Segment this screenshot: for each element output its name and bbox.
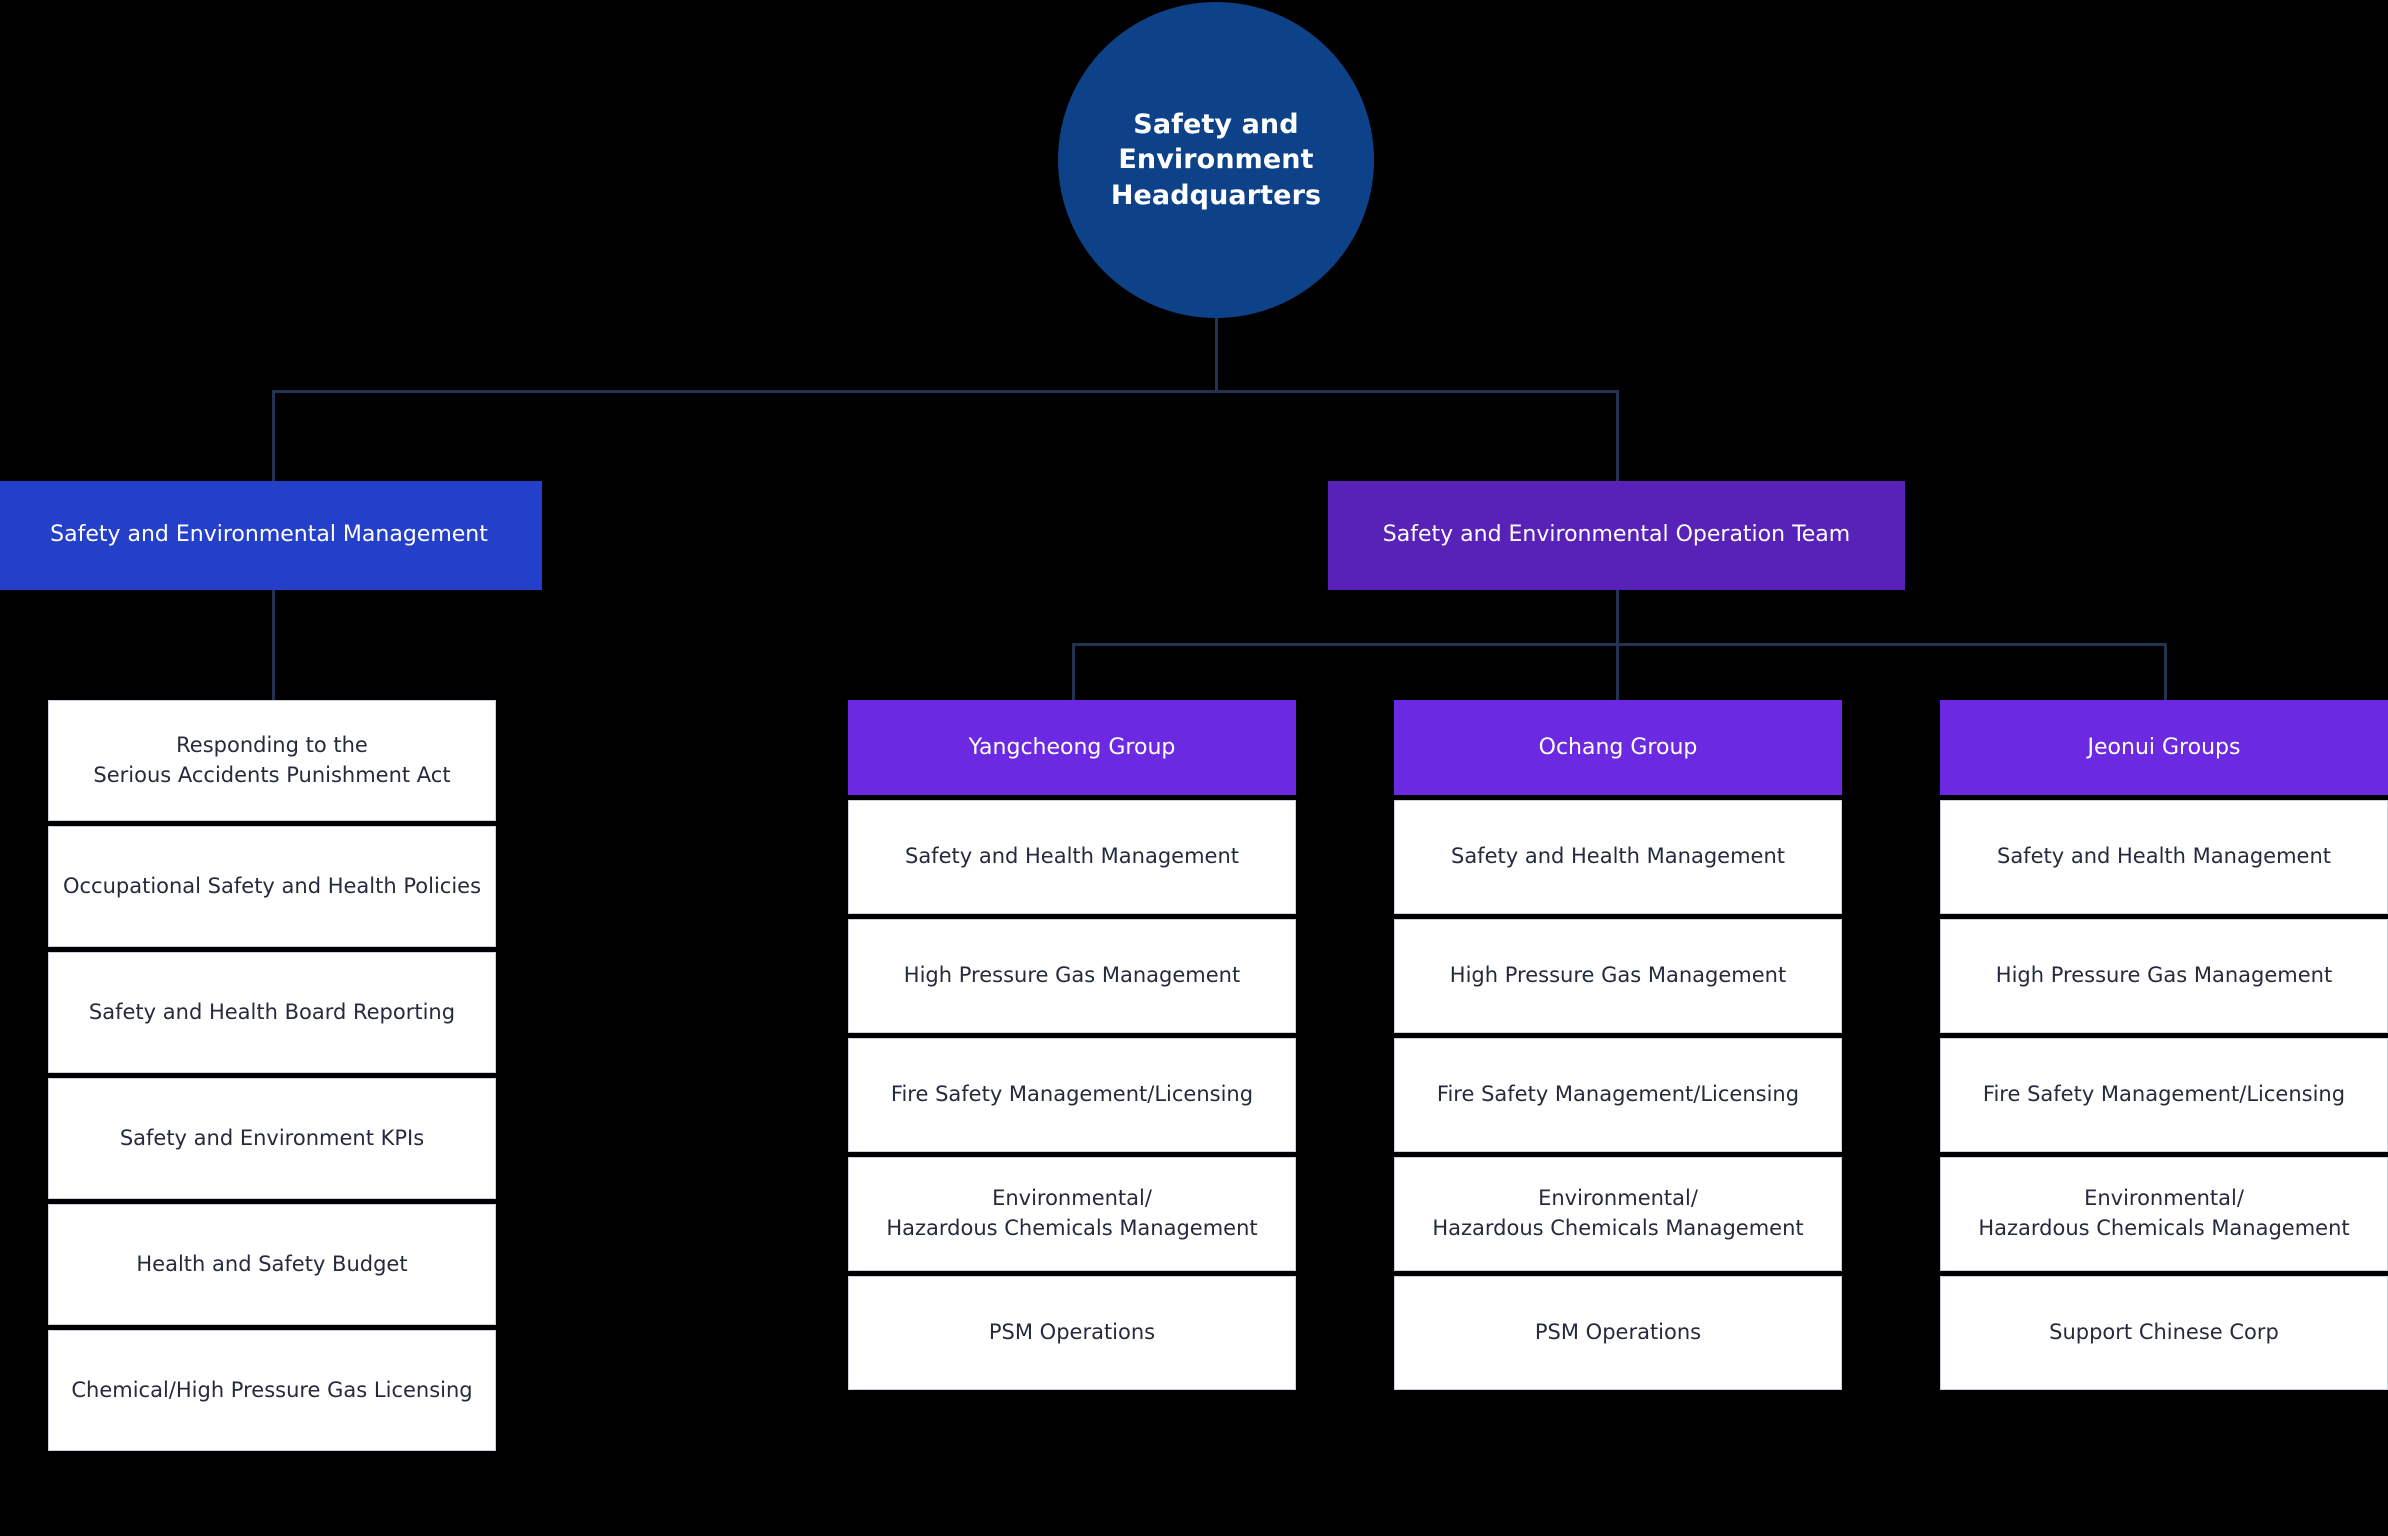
column-jeonui-groups: Jeonui Groups Safety and Health Manageme… — [1940, 700, 2388, 1395]
list-item[interactable]: PSM Operations — [1394, 1276, 1842, 1390]
cell-label: Safety and Environment KPIs — [119, 1125, 425, 1150]
connector-to-jeonui — [2164, 643, 2167, 703]
cell-label: PSM Operations — [988, 1320, 1156, 1345]
cell-label: Environmental/ Hazardous Chemicals Manag… — [886, 1186, 1258, 1240]
cell-label: Safety and Health Board Reporting — [88, 999, 456, 1024]
root-node-label: Safety and Environment Headquarters — [1110, 108, 1322, 211]
column-yangcheong-group: Yangcheong Group Safety and Health Manag… — [848, 700, 1296, 1395]
connector-operation-stem — [1616, 590, 1619, 644]
cell-label: Occupational Safety and Health Policies — [62, 873, 482, 898]
list-item[interactable]: Environmental/ Hazardous Chemicals Manag… — [1394, 1157, 1842, 1271]
list-item[interactable]: Environmental/ Hazardous Chemicals Manag… — [848, 1157, 1296, 1271]
node-safety-environmental-management[interactable]: Safety and Environmental Management — [0, 481, 542, 590]
cell-label: Environmental/ Hazardous Chemicals Manag… — [1978, 1186, 2350, 1240]
group-header-ochang[interactable]: Ochang Group — [1394, 700, 1842, 795]
group-header-jeonui[interactable]: Jeonui Groups — [1940, 700, 2388, 795]
cell-label: Environmental/ Hazardous Chemicals Manag… — [1432, 1186, 1804, 1240]
connector-root-stem — [1215, 316, 1218, 392]
root-node-safety-environment-headquarters[interactable]: Safety and Environment Headquarters — [1058, 2, 1374, 318]
cell-label: Fire Safety Management/Licensing — [1982, 1082, 2346, 1107]
cell-label: High Pressure Gas Management — [1995, 963, 2333, 988]
list-item[interactable]: Support Chinese Corp — [1940, 1276, 2388, 1390]
list-item[interactable]: Responding to the Serious Accidents Puni… — [48, 700, 496, 821]
list-item[interactable]: High Pressure Gas Management — [848, 919, 1296, 1033]
cell-label: Chemical/High Pressure Gas Licensing — [71, 1377, 473, 1402]
list-item[interactable]: Safety and Health Management — [848, 800, 1296, 914]
column-ochang-group: Ochang Group Safety and Health Managemen… — [1394, 700, 1842, 1395]
connector-level1-bus — [272, 390, 1619, 393]
list-item[interactable]: Safety and Health Board Reporting — [48, 952, 496, 1073]
list-item[interactable]: Environmental/ Hazardous Chemicals Manag… — [1940, 1157, 2388, 1271]
connector-management-spine — [272, 590, 275, 705]
cell-label: PSM Operations — [1534, 1320, 1702, 1345]
list-item[interactable]: Fire Safety Management/Licensing — [1940, 1038, 2388, 1152]
connector-to-management — [272, 390, 275, 484]
node-safety-environmental-operation-team[interactable]: Safety and Environmental Operation Team — [1328, 481, 1905, 590]
node-safety-environmental-operation-team-label: Safety and Environmental Operation Team — [1382, 522, 1851, 548]
list-item[interactable]: PSM Operations — [848, 1276, 1296, 1390]
cell-label: Fire Safety Management/Licensing — [890, 1082, 1254, 1107]
cell-label: Responding to the Serious Accidents Puni… — [93, 732, 451, 787]
cell-label: High Pressure Gas Management — [903, 963, 1241, 988]
cell-label: Support Chinese Corp — [2049, 1320, 2279, 1345]
cell-label: Health and Safety Budget — [136, 1251, 408, 1276]
list-item[interactable]: Fire Safety Management/Licensing — [1394, 1038, 1842, 1152]
cell-label: Safety and Health Management — [1996, 844, 2331, 869]
cell-label: High Pressure Gas Management — [1449, 963, 1787, 988]
group-header-label: Ochang Group — [1538, 735, 1698, 760]
cell-label: Fire Safety Management/Licensing — [1436, 1082, 1800, 1107]
list-item[interactable]: Chemical/High Pressure Gas Licensing — [48, 1330, 496, 1451]
list-item[interactable]: Safety and Environment KPIs — [48, 1078, 496, 1199]
connector-to-operation-team — [1616, 390, 1619, 484]
group-header-yangcheong[interactable]: Yangcheong Group — [848, 700, 1296, 795]
group-header-label: Yangcheong Group — [968, 735, 1176, 760]
group-header-label: Jeonui Groups — [2087, 735, 2241, 760]
connector-to-ochang — [1616, 643, 1619, 703]
list-item[interactable]: High Pressure Gas Management — [1394, 919, 1842, 1033]
list-item[interactable]: Fire Safety Management/Licensing — [848, 1038, 1296, 1152]
list-item[interactable]: Occupational Safety and Health Policies — [48, 826, 496, 947]
connector-group-bus — [1072, 643, 2166, 646]
list-item[interactable]: Safety and Health Management — [1940, 800, 2388, 914]
list-item[interactable]: Health and Safety Budget — [48, 1204, 496, 1325]
cell-label: Safety and Health Management — [904, 844, 1239, 869]
list-item[interactable]: High Pressure Gas Management — [1940, 919, 2388, 1033]
cell-label: Safety and Health Management — [1450, 844, 1785, 869]
connector-to-yangcheong — [1072, 643, 1075, 703]
column-management: Responding to the Serious Accidents Puni… — [48, 700, 496, 1456]
node-safety-environmental-management-label: Safety and Environmental Management — [50, 522, 488, 548]
list-item[interactable]: Safety and Health Management — [1394, 800, 1842, 914]
